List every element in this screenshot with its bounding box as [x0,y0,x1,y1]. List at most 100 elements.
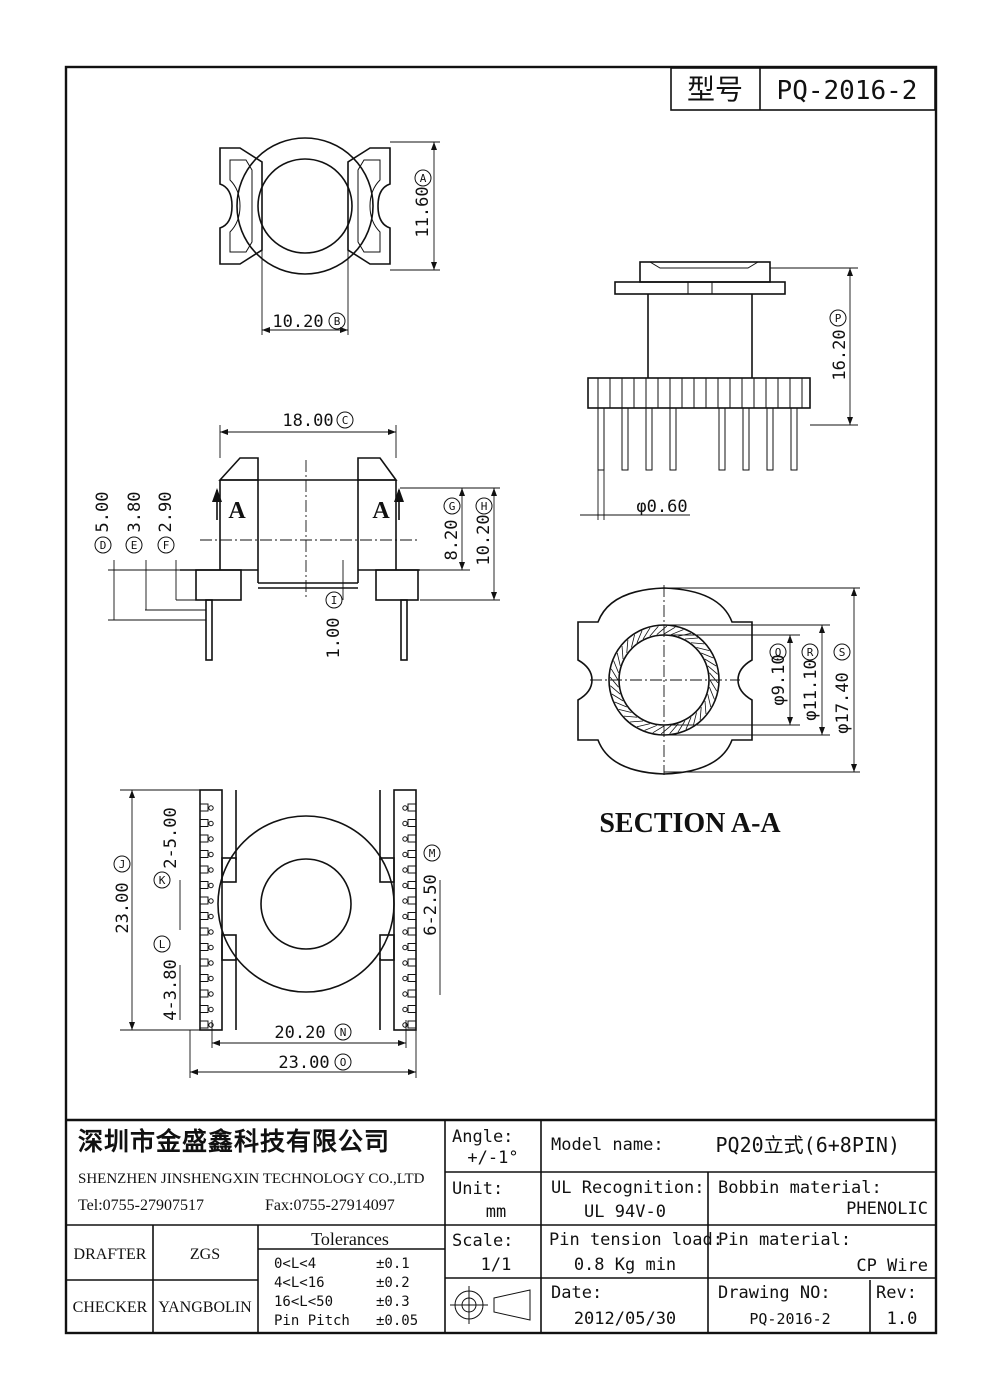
dim-l: 4-3.80 [161,959,181,1020]
angle-label: Angle: [452,1127,513,1147]
dim-b: 10.20 [272,312,323,332]
callout-q: Q [775,646,782,659]
dim-c: 18.00 [282,411,333,431]
dim-d: 5.00 [93,492,113,533]
core-slot [379,857,395,883]
dim-r: φ11.10 [801,659,821,720]
ul-label: UL Recognition: [551,1178,705,1198]
comb-notch [199,834,209,843]
tol-value: ±0.2 [376,1275,410,1291]
pin-comb [393,789,417,1031]
section-hatch [642,627,651,640]
comb-notch [407,974,417,982]
comb-notch [199,896,209,905]
pin-hole [208,1022,214,1028]
pin [621,407,629,471]
pin-hole [208,944,214,951]
bobbin-value: PHENOLIC [846,1199,928,1219]
section-hatch [631,634,635,648]
pin-hole [402,944,408,951]
comb-notch [407,865,417,874]
tol-range: 0<L<4 [274,1256,316,1272]
pin [669,407,677,471]
tol-value: ±0.3 [376,1294,410,1310]
angle-value: +/-1° [467,1148,518,1168]
callout-r: R [807,646,814,659]
comb-notch [407,1005,417,1013]
pin-hole [402,882,408,889]
model-name-label: Model name: [551,1135,664,1155]
section-hatch [626,639,629,653]
section-hatch [644,725,657,731]
section-hatch [707,694,712,708]
section-hatch [618,709,632,713]
section-hatch [684,637,699,640]
comb-notch [407,989,417,998]
pin-hole [208,1006,214,1013]
pin-hole [402,991,408,997]
scale-value: 1/1 [481,1255,512,1275]
callout-b: B [334,315,341,328]
section-hatch [707,665,718,675]
comb-notch [407,819,417,827]
dim-a: 11.60 [413,186,433,237]
section-hatch [696,647,710,651]
dim-g: 8.20 [442,520,462,561]
section-hatch [609,676,619,688]
pin-hole [208,820,214,827]
callout-j: J [119,858,126,871]
section-hatch [663,626,676,635]
bottom-view [120,789,441,1078]
section-hatch [629,720,644,723]
pin-hole [402,913,408,920]
core-slot [379,934,395,961]
pin-hole [402,805,408,811]
section-hatch [699,707,702,721]
pin-hole [402,820,408,827]
section-marker-right: A [372,498,390,524]
tol-value: ±0.1 [376,1256,410,1272]
pin-hole [208,898,214,904]
front-view: A A [108,425,500,661]
comb-notch [199,927,209,936]
section-hatch [621,645,624,660]
side-view [580,261,858,520]
pin-hole [208,882,214,889]
pin-hole [402,960,408,966]
comb-notch [199,1005,209,1013]
pin-hole [402,851,408,858]
pin-hole [402,867,408,873]
tel: Tel:0755-27907517 [78,1197,204,1214]
section-hatch [610,685,621,695]
comb-notch [407,881,417,889]
ul-value: UL 94V-0 [584,1202,666,1222]
section-hatch [709,672,719,684]
core-slot [221,934,237,961]
top-view [219,137,440,335]
section-hatch [660,725,672,735]
callout-k: K [159,874,166,887]
pin-hole [402,898,408,904]
callout-o: O [340,1056,347,1069]
drafter-label: DRAFTER [74,1246,147,1263]
callout-h: H [481,500,488,513]
comb-notch [407,958,417,967]
dimension-labels: 11.60 10.20 18.00 5.00 3.80 2.90 8.20 10… [93,186,853,1073]
comb-notch [199,912,209,920]
comb-notch [199,865,209,874]
dim-e: 3.80 [125,492,145,533]
pin-material-value: CP Wire [856,1256,928,1276]
pin-hole [208,975,214,982]
comb-notch [407,850,417,858]
callouts: A B C D E F G H I P Q R S J K L M N O [94,169,851,1071]
comb-notch [199,819,209,827]
dim-p: 16.20 [830,329,850,380]
section-hatch [613,660,619,673]
title-block [66,1118,936,1333]
comb-notch [199,943,209,951]
pin-material-label: Pin material: [718,1230,851,1250]
pin [597,407,605,471]
pin-hole [208,913,214,920]
callout-s: S [839,646,846,659]
model-label: 型号 [687,74,743,106]
